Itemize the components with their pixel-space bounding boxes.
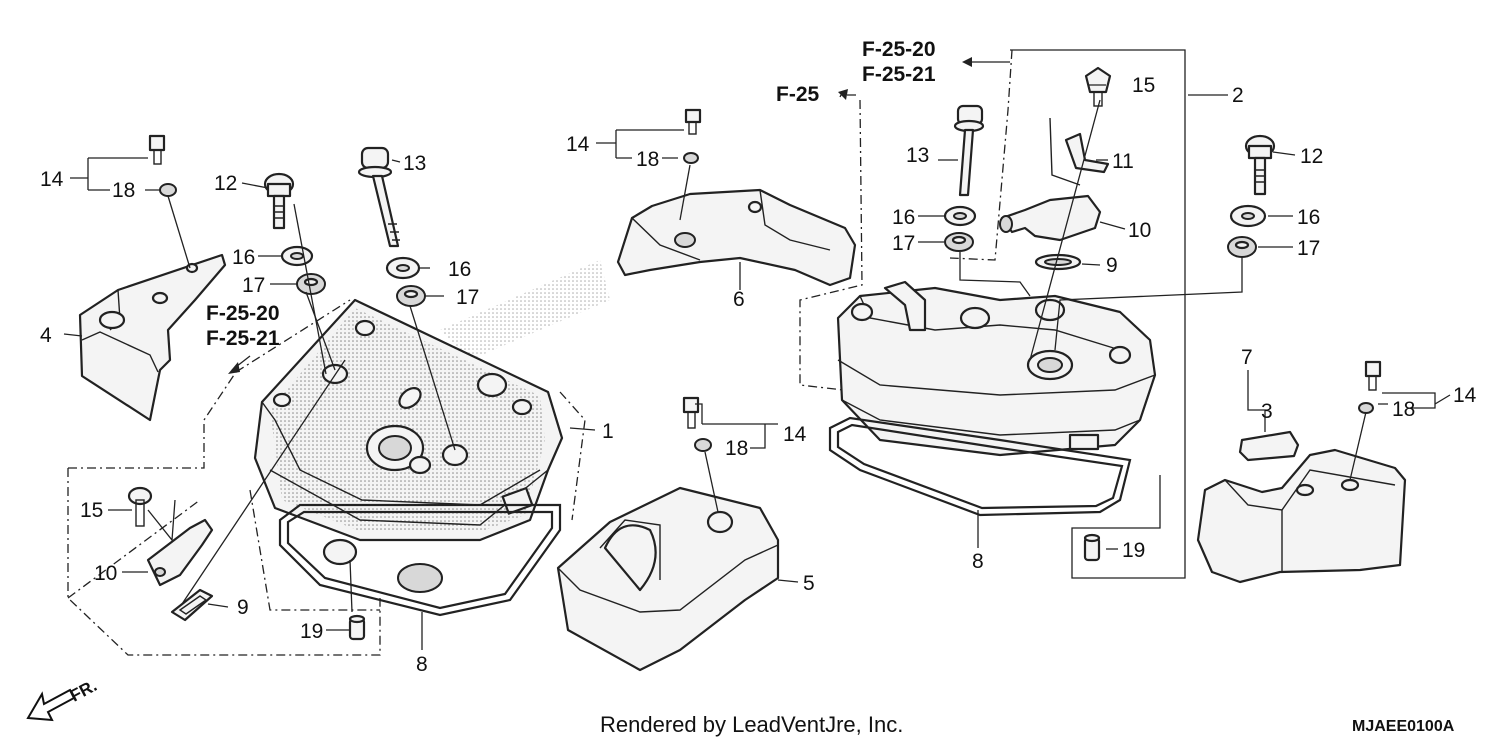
left-shading xyxy=(440,260,610,360)
ref-right-f-25-21[interactable]: F-25-21 xyxy=(862,63,936,86)
side-cover-7 xyxy=(1196,448,1407,584)
washer-16-right-b xyxy=(1229,204,1267,228)
pcv-joint-10-left xyxy=(146,518,214,587)
callout-18-center[interactable]: 18 xyxy=(725,437,748,460)
bolt-14-center xyxy=(682,396,712,452)
front-direction-marker: FR. xyxy=(26,676,100,722)
front-label: FR. xyxy=(67,676,100,706)
callout-9-right[interactable]: 9 xyxy=(1106,254,1118,277)
callout-14-center[interactable]: 14 xyxy=(783,423,807,446)
bolt-13-left xyxy=(357,146,400,248)
seal-9-left xyxy=(170,588,214,622)
callout-labels: 1 2 3 4 5 6 7 8 8 9 9 10 10 11 12 12 13 … xyxy=(40,74,1477,676)
ref-right-f-25-20[interactable]: F-25-20 xyxy=(862,38,936,61)
right-group-outline xyxy=(1010,49,1186,579)
callout-6[interactable]: 6 xyxy=(733,288,745,311)
callout-12-right[interactable]: 12 xyxy=(1300,145,1323,168)
callout-5[interactable]: 5 xyxy=(803,572,815,595)
right-cover-outline xyxy=(799,49,1013,401)
front-arrow-icon xyxy=(26,688,76,722)
washer-16-right xyxy=(943,205,977,227)
head-cover-gasket-right xyxy=(828,416,1132,517)
footer-credit: Rendered by LeadVentJre, Inc. xyxy=(600,712,903,737)
callout-18-left[interactable]: 18 xyxy=(112,179,135,202)
washer-16-left-b xyxy=(385,256,421,280)
callout-18-right[interactable]: 18 xyxy=(1392,398,1415,421)
leader-lines xyxy=(63,61,1451,650)
callout-2[interactable]: 2 xyxy=(1232,84,1244,107)
callout-16-left[interactable]: 16 xyxy=(232,246,255,269)
callout-8-right[interactable]: 8 xyxy=(972,550,984,573)
callout-10-right[interactable]: 10 xyxy=(1128,219,1151,242)
callout-11[interactable]: 11 xyxy=(1112,150,1134,173)
bolt-12-right xyxy=(1244,134,1276,196)
head-cover-gasket-left xyxy=(278,503,562,617)
diagram-code: MJAEE0100A xyxy=(1352,718,1455,735)
ref-f-25[interactable]: F-25 xyxy=(776,83,820,106)
callout-17-left[interactable]: 17 xyxy=(242,274,265,297)
callout-19-left[interactable]: 19 xyxy=(300,620,323,643)
callout-13-right[interactable]: 13 xyxy=(906,144,929,167)
ref-left-f-25-20[interactable]: F-25-20 xyxy=(206,302,280,325)
washer-17-left-b xyxy=(396,285,426,307)
dowel-pin-right xyxy=(1083,533,1101,562)
callout-8-left[interactable]: 8 xyxy=(416,653,428,676)
ref-arrow-f25 xyxy=(838,89,848,100)
callout-14-cover6[interactable]: 14 xyxy=(566,133,590,156)
bolt-15-left xyxy=(127,486,153,527)
washer-16-left xyxy=(280,245,314,267)
callout-13-left[interactable]: 13 xyxy=(403,152,426,175)
cylinder-head-cover-right xyxy=(836,280,1157,457)
callout-16-right[interactable]: 16 xyxy=(892,206,915,229)
upper-cover-6 xyxy=(616,188,857,287)
washer-17-right xyxy=(944,232,974,252)
callout-10-left[interactable]: 10 xyxy=(94,562,117,585)
callout-1[interactable]: 1 xyxy=(602,420,614,443)
washer-17-right-b xyxy=(1227,236,1257,258)
bolt-14-cover6 xyxy=(683,108,702,164)
side-cover-5 xyxy=(556,486,780,672)
callout-12-left[interactable]: 12 xyxy=(214,172,237,195)
callout-14-right[interactable]: 14 xyxy=(1453,384,1477,407)
callout-17-left-b[interactable]: 17 xyxy=(456,286,479,309)
ref-arrow-right-top xyxy=(962,57,972,67)
dowel-pin-left xyxy=(348,614,366,641)
callout-4[interactable]: 4 xyxy=(40,324,52,347)
left-group-outline xyxy=(67,371,381,656)
bolt-14-left xyxy=(148,134,177,197)
callout-15-left[interactable]: 15 xyxy=(80,499,103,522)
callout-14-left[interactable]: 14 xyxy=(40,168,64,191)
left-cylinder-group-outline xyxy=(235,299,586,611)
callout-18-cover6[interactable]: 18 xyxy=(636,148,659,171)
rubber-3 xyxy=(1238,430,1300,462)
callout-9-left[interactable]: 9 xyxy=(237,596,249,619)
bolt-14-right xyxy=(1358,360,1382,414)
callout-3[interactable]: 3 xyxy=(1261,400,1273,423)
callout-19-right[interactable]: 19 xyxy=(1122,539,1145,562)
bolt-13-right xyxy=(953,104,985,197)
bolt-15-right xyxy=(1084,66,1112,107)
callout-15-right[interactable]: 15 xyxy=(1132,74,1155,97)
callout-17-right[interactable]: 17 xyxy=(892,232,915,255)
callout-7[interactable]: 7 xyxy=(1241,346,1253,369)
ref-left-f-25-21[interactable]: F-25-21 xyxy=(206,327,280,350)
bolt-12-left xyxy=(263,172,295,230)
callout-16-right-b[interactable]: 16 xyxy=(1297,206,1320,229)
ref-arrow-left xyxy=(228,362,240,374)
callout-17-right-b[interactable]: 17 xyxy=(1297,237,1320,260)
bracket-11 xyxy=(1049,117,1110,186)
side-cover-left xyxy=(78,253,227,422)
pcv-joint-10-right xyxy=(999,194,1102,242)
callout-16-left-b[interactable]: 16 xyxy=(448,258,471,281)
